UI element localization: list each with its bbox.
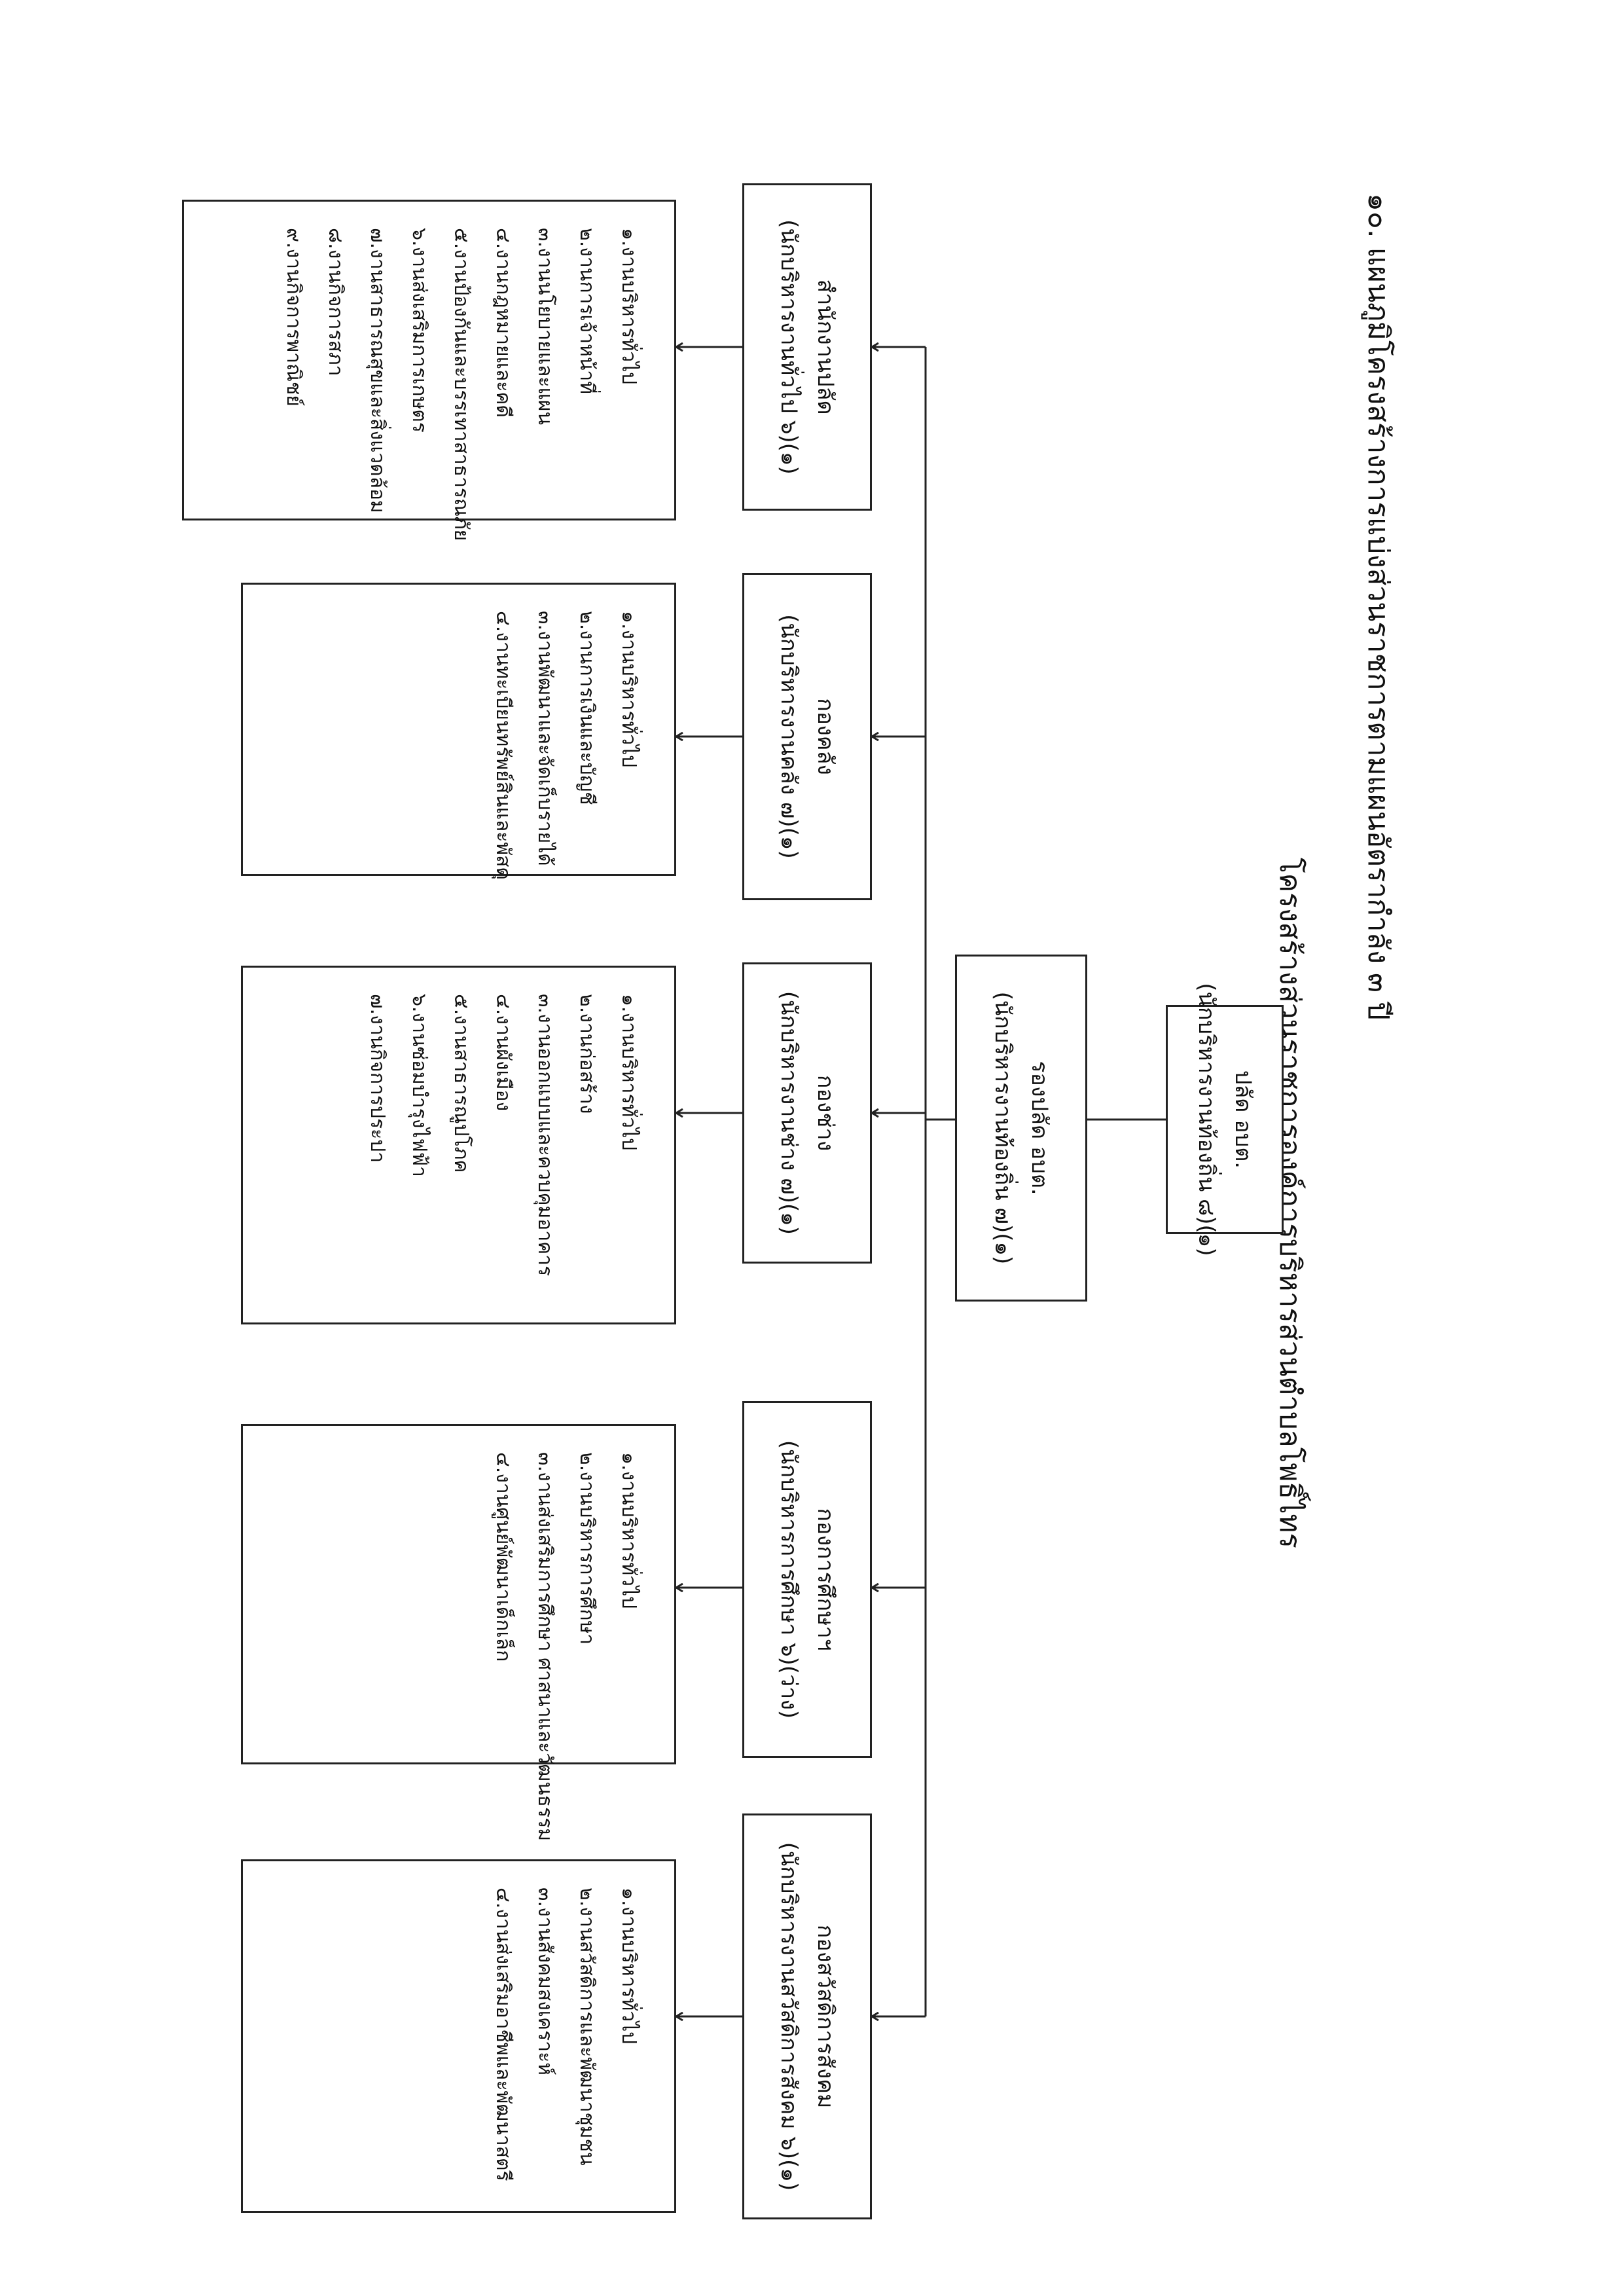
task-item: ๖.งานซ่อมบำรุงไฟฟ้า [408, 994, 431, 1177]
task-item: ๔.งานส่งเสริมอาชีพและพัฒนาสตรี [492, 1887, 514, 2181]
task-item: ๒.งานสวัสดิการและพัฒนาชุมชน [575, 1887, 598, 2166]
division-head-box: กองช่าง (นักบริหารงานช่าง ๗)(๑) [742, 962, 872, 1264]
division-head-box: สำนักงานปลัด (นักบริหารงานทั่วไป ๖)(๑) [742, 183, 872, 511]
task-item: ๗.งานสาธารณสุขและสิ่งแวดล้อม [366, 228, 389, 513]
task-item: ๔.งานศูนย์พัฒนาเด็กเล็ก [492, 1452, 514, 1662]
deputy-position: (นักบริหารงานท้องถิ่น ๗)(๑) [990, 991, 1016, 1265]
division-position: (นักบริหารการศึกษา ๖)(ว่าง) [776, 1440, 802, 1719]
chief-position: (นักบริหารงานท้องถิ่น ๘)(๑) [1193, 983, 1219, 1256]
task-item: ๑.งานบริหารทั่วไป [617, 1887, 640, 2045]
division-name: กองช่าง [812, 1074, 839, 1152]
task-item: ๕.งานสาธารณูปโภค [450, 994, 473, 1173]
plan-title: ๑๐. แผนภูมิโครงสร้างการแบ่งส่วนราชการตาม… [1362, 193, 1395, 1021]
task-list-box: ๑.งานบริหารทั่วไป ๒.งานสวัสดิการและพัฒนา… [241, 1859, 676, 2213]
task-item: ๖.งานส่งเสริมการเกษตร [408, 228, 431, 433]
task-item: ๑.งานบริหารทั่วไป [617, 994, 640, 1151]
task-item: ๑.งานบริหารทั่วไป [617, 611, 640, 768]
division-name: กองการศึกษาฯ [812, 1508, 839, 1651]
task-item: ๒.งานการเงินและบัญชี [575, 611, 598, 805]
division-head-box: กองการศึกษาฯ (นักบริหารการศึกษา ๖)(ว่าง) [742, 1401, 872, 1758]
chief-title: ปลัด อบต. [1230, 1070, 1256, 1169]
deputy-title: รองปลัด อบต. [1026, 1061, 1053, 1195]
division-position: (นักบริหารงานสวัสดิการสังคม ๖)(๑) [776, 1842, 802, 2191]
task-item: ๓.งานพัฒนาและจัดเก็บรายได้ [533, 611, 556, 866]
task-item: ๓.งานนโยบายและแผน [533, 228, 556, 425]
task-item: ๔.งานกฎหมายและคดี [492, 228, 514, 418]
task-item: ๗.งานกิจการประปา [366, 994, 389, 1163]
task-item: ๙.งานกิจการพาณิชย์ [282, 228, 305, 407]
task-item: ๘.งานกิจการสภา [324, 228, 347, 376]
task-item: ๓.งานออกแบบและควบคุมอาคาร [533, 994, 556, 1277]
task-item: ๑.งานบริหารทั่วไป [617, 1452, 640, 1609]
task-item: ๑.งานบริหารทั่วไป [617, 228, 640, 385]
task-item: ๕.งานป้องกันและบรรเทาสาธารณภัย [450, 228, 473, 541]
division-position: (นักบริหารงานทั่วไป ๖)(๑) [776, 219, 802, 475]
task-item: ๔.งานผังเมือง [492, 994, 514, 1112]
task-item: ๒.งานการเจ้าหน้าที่ [575, 228, 598, 395]
chief-box: ปลัด อบต. (นักบริหารงานท้องถิ่น ๘)(๑) [1166, 983, 1284, 1256]
division-position: (นักบริหารงานช่าง ๗)(๑) [776, 991, 802, 1235]
task-item: ๒.งานบริหารการศึกษา [575, 1452, 598, 1645]
division-head-box: กองคลัง (นักบริหารงานคลัง ๗)(๑) [742, 573, 872, 900]
division-head-box: กองสวัสดิการสังคม (นักบริหารงานสวัสดิการ… [742, 1813, 872, 2219]
task-list-box: ๑.งานบริหารทั่วไป ๒.งานก่อสร้าง ๓.งานออก… [241, 966, 676, 1324]
task-item: ๔.งานทะเบียนทรัพย์สินและพัสดุ [492, 611, 514, 880]
task-item: ๓.งานสังคมสงเคราะห์ [533, 1887, 556, 2075]
division-name: กองคลัง [812, 698, 839, 775]
division-name: สำนักงานปลัด [812, 279, 839, 415]
task-item: ๒.งานก่อสร้าง [575, 994, 598, 1114]
task-list-box: ๑.งานบริหารทั่วไป ๒.งานการเงินและบัญชี ๓… [241, 583, 676, 880]
deputy-box: รองปลัด อบต. (นักบริหารงานท้องถิ่น ๗)(๑) [955, 955, 1087, 1302]
division-name: กองสวัสดิการสังคม [812, 1924, 839, 2109]
task-list-box: ๑.งานบริหารทั่วไป ๒.งานบริหารการศึกษา ๓.… [241, 1424, 676, 1842]
task-list-box: ๑.งานบริหารทั่วไป ๒.งานการเจ้าหน้าที่ ๓.… [182, 200, 676, 541]
division-position: (นักบริหารงานคลัง ๗)(๑) [776, 614, 802, 859]
task-item: ๓.งานส่งเสริมการศึกษา ศาสนาและวัฒนธรรม [533, 1452, 556, 1842]
